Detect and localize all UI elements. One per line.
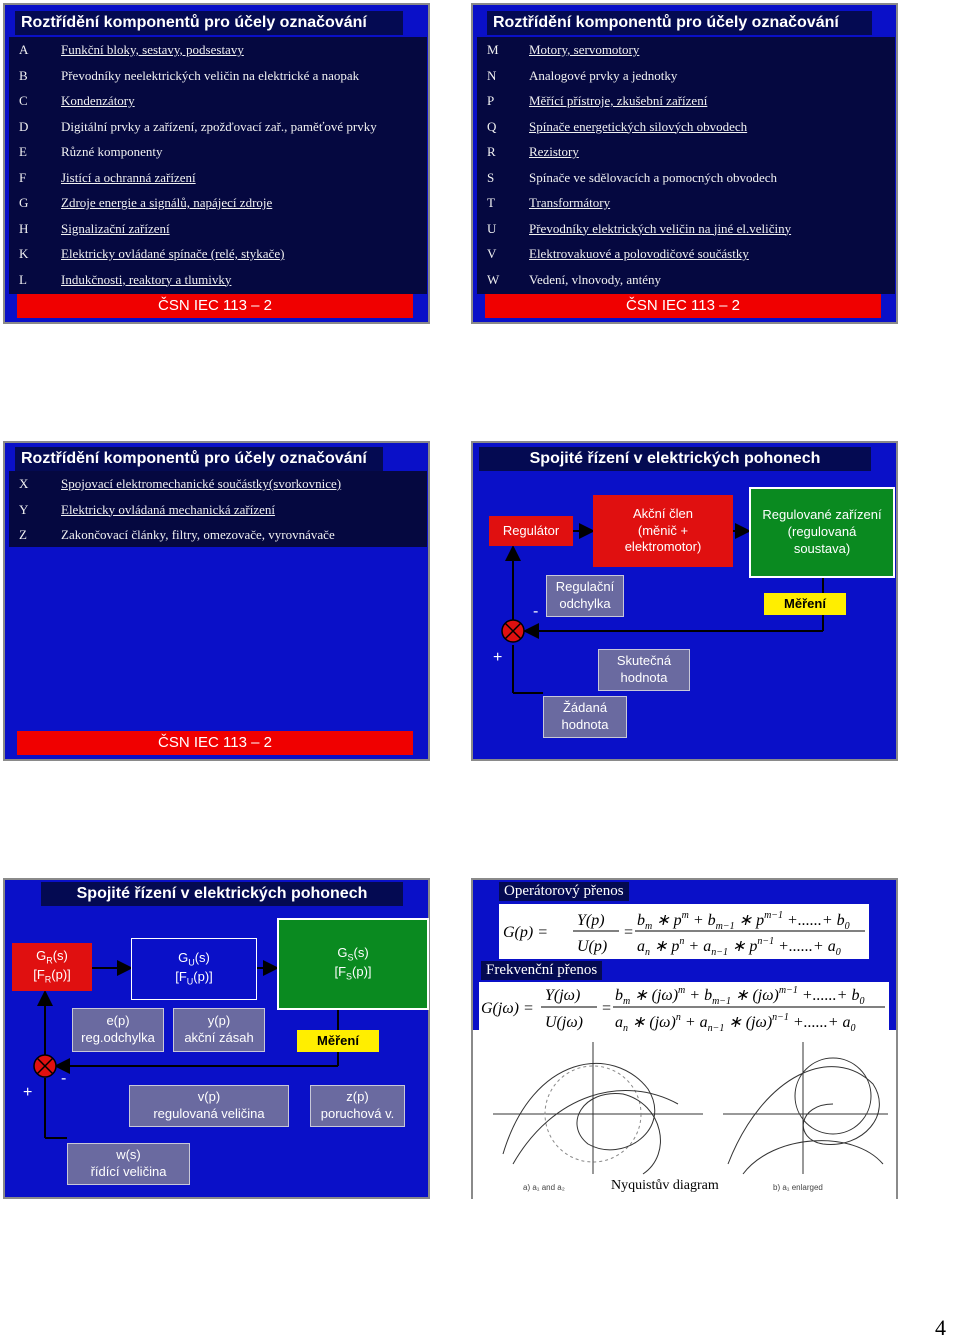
frequency-formula-panel: G(jω) = Y(jω) U(jω) = bm ∗ (jω)m + bm−1 … [479,982,889,1034]
measurement-block: Měření [297,1030,379,1052]
slide-transfer-block-diagram: Spojité řízení v elektrických pohonech G… [3,878,430,1199]
setpoint-label: Žádaná hodnota [543,696,627,738]
slide-component-classes-a-l: Roztřídění komponentů pro účely označová… [3,3,430,324]
plus-sign: + [493,649,503,666]
svg-text:an ∗ pn + an−1 ∗ pn−1 +......+: an ∗ pn + an−1 ∗ pn−1 +......+ a0 [637,936,841,958]
actuator-transfer-block: GU(s) [FU(p)] [131,938,257,1000]
svg-text:U(p): U(p) [577,938,607,955]
slide-title: Roztřídění komponentů pro účely označová… [487,11,872,35]
controlled-system-block: Regulované zařízení (regulovaná soustava… [749,487,895,578]
minus-sign: - [533,603,539,620]
norm-label: ČSN IEC 113 – 2 [17,294,413,318]
frequency-transfer-formula: G(jω) = Y(jω) U(jω) = bm ∗ (jω)m + bm−1 … [481,985,885,1034]
disturbance-label: z(p) poruchová v. [310,1085,405,1127]
plus-sign: + [23,1084,33,1101]
actuator-block: Akční člen (měnič + elektromotor) [593,495,733,567]
error-signal-label: e(p) reg.odchylka [72,1008,164,1052]
slide-control-loop-block-diagram: Spojité řízení v elektrických pohonech R… [471,441,898,761]
system-transfer-block: GS(s) [FS(p)] [277,918,429,1010]
svg-text:=: = [623,924,634,941]
svg-text:=: = [601,1000,612,1017]
svg-text:bm ∗ (jω)m + bm−1 ∗ (jω)m−1 +.: bm ∗ (jω)m + bm−1 ∗ (jω)m−1 +......+ b0 [615,985,864,1007]
slide-title: Spojité řízení v elektrických pohonech [41,882,403,906]
nyquist-caption: Nyquistův diagram [611,1178,719,1193]
actual-value-label: Skutečná hodnota [598,649,690,691]
nyquist-subplot-b-label: b) a₁ enlarged [773,1183,823,1192]
transfer-connectors [33,960,339,1139]
control-action-label: y(p) akční zásah [173,1008,265,1052]
regulator-block: Regulátor [489,516,573,546]
nyquist-subplot-a-label: a) a₁ and a₂ [523,1183,565,1192]
svg-text:G(jω) =: G(jω) = [481,1000,534,1017]
control-error-label: Regulační odchylka [546,575,624,617]
slide-transfer-functions: Operátorový přenos G(p) = Y(p) U(p) = bm… [471,878,898,1199]
svg-text:U(jω): U(jω) [545,1014,583,1031]
norm-label: ČSN IEC 113 – 2 [485,294,881,318]
page-number: 4 [935,1315,946,1340]
measurement-block: Měření [764,593,846,615]
frequency-transfer-title: Frekvenční přenos [481,961,603,980]
slide-component-classes-x-z: Roztřídění komponentů pro účely označová… [3,441,430,761]
slide-title: Roztřídění komponentů pro účely označová… [15,447,383,471]
operator-transfer-title: Operátorový přenos [499,882,629,901]
reference-variable-label: w(s) řídící veličina [67,1143,190,1185]
controlled-variable-label: v(p) regulovaná veličina [129,1085,289,1127]
svg-text:an ∗ (jω)n + an−1 ∗ (jω)n−1 +.: an ∗ (jω)n + an−1 ∗ (jω)n−1 +......+ a0 [615,1012,856,1034]
operator-transfer-formula: G(p) = Y(p) U(p) = bm ∗ pm + bm−1 ∗ pm−1… [503,910,865,958]
operator-formula-panel: G(p) = Y(p) U(p) = bm ∗ pm + bm−1 ∗ pm−1… [499,904,869,959]
svg-text:Y(p): Y(p) [577,912,605,929]
regulator-transfer-block: GR(s) [FR(p)] [12,943,92,991]
norm-label: ČSN IEC 113 – 2 [17,731,413,755]
svg-text:Y(jω): Y(jω) [545,987,580,1004]
minus-sign: - [61,1070,67,1087]
loop-connectors [501,523,824,694]
svg-text:G(p) =: G(p) = [503,924,548,941]
slide-title: Spojité řízení v elektrických pohonech [479,447,871,471]
slide-component-classes-m-w: Roztřídění komponentů pro účely označová… [471,3,898,324]
nyquist-diagram: a) a₁ and a₂ b) a₁ enlarged [473,1034,896,1199]
slide-title: Roztřídění komponentů pro účely označová… [15,11,403,35]
svg-text:bm ∗ pm + bm−1 ∗ pm−1 +......+: bm ∗ pm + bm−1 ∗ pm−1 +......+ b0 [637,910,850,932]
